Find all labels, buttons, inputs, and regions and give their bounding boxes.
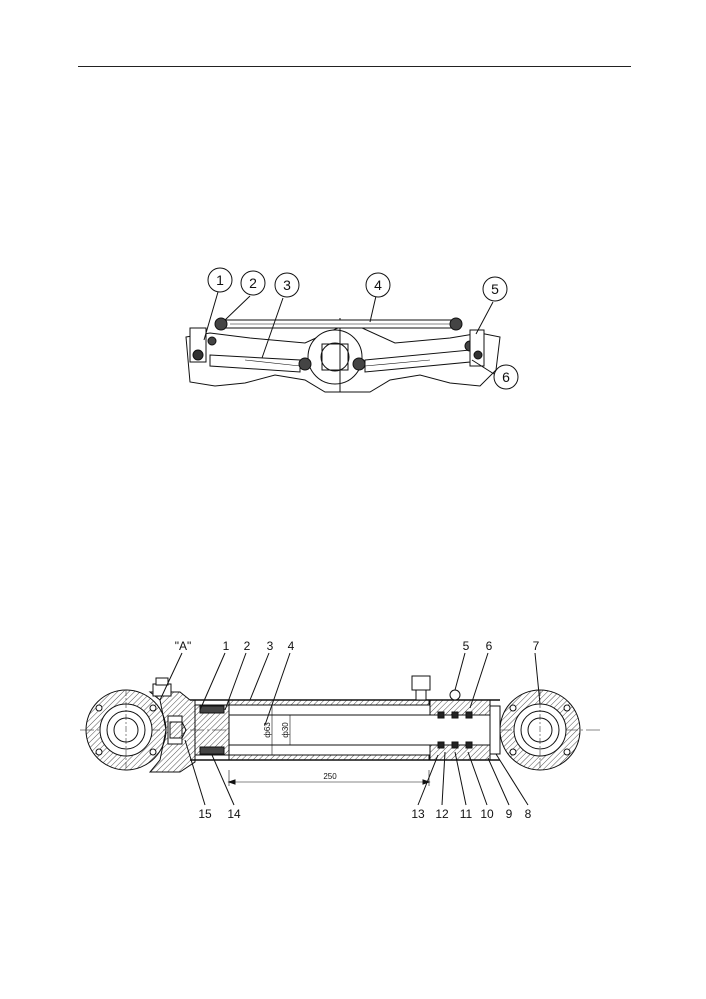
header-rule <box>78 66 631 67</box>
top-callout-5: 5 <box>491 281 499 297</box>
bottom-callout-4: 4 <box>288 639 295 653</box>
top-callout-4: 4 <box>374 277 382 293</box>
top-callout-6: 6 <box>502 369 510 385</box>
bottom-callout-12: 12 <box>435 807 449 821</box>
bottom-callout-7: 7 <box>533 639 540 653</box>
top-callout-3: 3 <box>283 277 291 293</box>
bottom-callout-6: 6 <box>486 639 493 653</box>
bottom-callout-14: 14 <box>227 807 241 821</box>
bottom-callout-3: 3 <box>267 639 274 653</box>
dimension-length: 250 <box>323 772 337 781</box>
hydraulic-cylinder-drawing <box>80 652 600 806</box>
bottom-callout-15: 15 <box>198 807 212 821</box>
bottom-callout-9: 9 <box>506 807 513 821</box>
bottom-callout-10: 10 <box>480 807 494 821</box>
steering-linkage-drawing <box>185 267 519 393</box>
dimension-bore: ф63 <box>263 722 272 738</box>
top-callout-1: 1 <box>216 272 224 288</box>
dimension-rod: ф30 <box>281 722 290 738</box>
view-label-a: "A" <box>175 639 192 653</box>
bottom-callout-2: 2 <box>244 639 251 653</box>
top-callout-2: 2 <box>249 275 257 291</box>
bottom-callout-5: 5 <box>463 639 470 653</box>
bottom-callout-1: 1 <box>223 639 230 653</box>
bottom-callout-11: 11 <box>460 807 473 821</box>
bottom-callout-8: 8 <box>525 807 532 821</box>
bottom-callout-13: 13 <box>411 807 425 821</box>
